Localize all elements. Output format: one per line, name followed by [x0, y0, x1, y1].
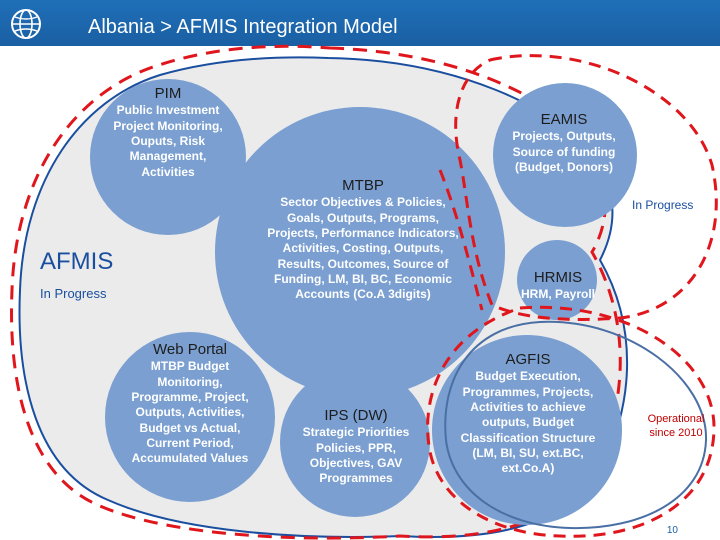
eamis-hrmis-dashed-region [454, 54, 718, 321]
page-title: Albania > AFMIS Integration Model [88, 16, 398, 38]
header-bar: Albania > AFMIS Integration Model [0, 0, 720, 46]
ips-description: Strategic Priorities Policies, PPR, Obje… [302, 425, 410, 486]
circle-ips [280, 367, 430, 517]
agfis-group: AGFIS Budget Execution, Programmes, Proj… [456, 350, 600, 477]
page-number: 10 [666, 525, 678, 536]
hrmis-group: HRMIS HRM, Payroll [512, 268, 604, 303]
circle-web-portal [105, 332, 275, 502]
eamis-title: EAMIS [540, 111, 588, 128]
mtbp-description: Sector Objectives & Policies, Goals, Out… [267, 195, 459, 302]
circle-agfis [432, 335, 622, 525]
agfis-status: Operational since 2010 [640, 412, 712, 441]
pim-title: PIM [154, 85, 182, 102]
circle-hrmis [517, 240, 597, 320]
web-portal-group: Web Portal MTBP Budget Monitoring, Progr… [126, 340, 254, 467]
circle-mtbp [215, 107, 505, 397]
pim-description: Public Investment Project Monitoring, Ou… [113, 103, 223, 179]
eamis-group: EAMIS Projects, Outputs, Source of fundi… [502, 110, 626, 175]
hrmis-description: HRM, Payroll [520, 287, 595, 302]
eamis-description: Projects, Outputs, Source of funding (Bu… [512, 129, 616, 174]
agfis-status-line2: since 2010 [649, 427, 703, 440]
afmis-status: In Progress [40, 286, 107, 301]
afmis-title: AFMIS [40, 248, 114, 275]
pim-group: PIM Public Investment Project Monitoring… [112, 84, 224, 180]
ips-title: IPS (DW) [324, 407, 388, 424]
circle-eamis [493, 83, 637, 227]
web-portal-title: Web Portal [153, 341, 227, 358]
ips-group: IPS (DW) Strategic Priorities Policies, … [296, 406, 416, 487]
eamis-hrmis-status: In Progress [632, 198, 694, 212]
web-portal-description: MTBP Budget Monitoring, Programme, Proje… [131, 359, 249, 466]
hrmis-title: HRMIS [533, 269, 583, 286]
agfis-title: AGFIS [505, 351, 551, 368]
world-bank-globe-icon [11, 9, 41, 39]
mtbp-dashed-boundary [438, 169, 484, 311]
agfis-description: Budget Execution, Programmes, Projects, … [460, 369, 596, 476]
afmis-dashed-enclosure [10, 44, 622, 540]
agfis-solid-ring [444, 320, 708, 530]
mtbp-title: MTBP [342, 177, 384, 194]
agfis-dashed-region [426, 305, 716, 538]
circle-pim [90, 79, 246, 235]
agfis-status-line1: Operational [647, 413, 705, 425]
mtbp-group: MTBP Sector Objectives & Policies, Goals… [266, 176, 460, 303]
